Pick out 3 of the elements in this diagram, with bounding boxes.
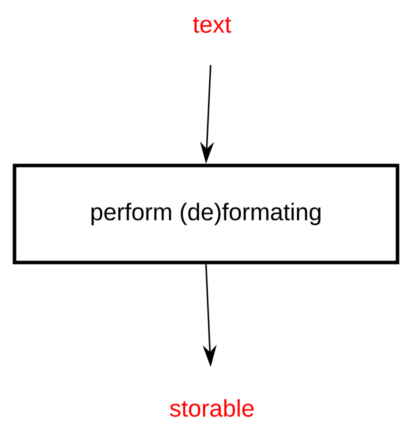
- process-box: perform (de)formating: [12, 164, 400, 264]
- io-label: text: [193, 17, 232, 33]
- io-label: storable: [170, 399, 254, 417]
